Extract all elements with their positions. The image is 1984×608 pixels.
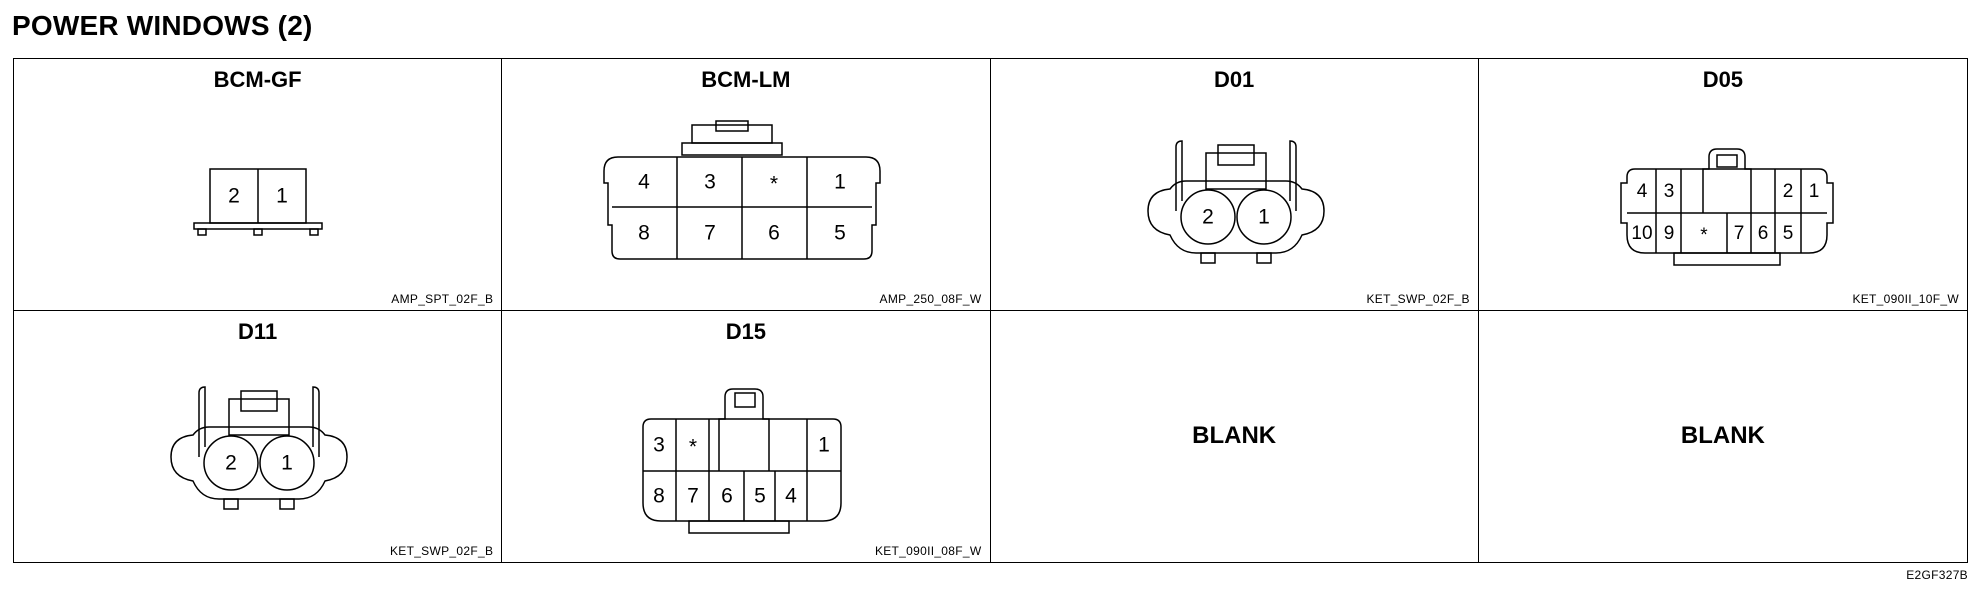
- pin-label: 5: [834, 222, 846, 245]
- pin-label: 1: [281, 451, 293, 474]
- figure-code: E2GF327B: [1906, 568, 1968, 582]
- connector-title: D11: [238, 318, 278, 344]
- pin-label: 3: [704, 171, 716, 194]
- pin-label: 4: [785, 484, 797, 507]
- connector-title: D01: [1213, 67, 1255, 92]
- part-number: KET_090II_08F_W: [874, 544, 982, 558]
- connector-latch-right: [1288, 140, 1297, 211]
- connector-latch-left: [198, 385, 206, 457]
- pin-label: 6: [768, 222, 780, 245]
- pin-label: 2: [1782, 181, 1793, 202]
- pin-label: 1: [1808, 181, 1819, 202]
- connector-base: [193, 222, 323, 230]
- pin-label: 8: [653, 484, 665, 507]
- connector-title: BCM-GF: [213, 67, 302, 92]
- part-number: KET_SWP_02F_B: [389, 544, 494, 558]
- pin-label: *: [1700, 225, 1708, 246]
- blank-label: BLANK: [1192, 422, 1277, 450]
- connector-body: [170, 425, 348, 500]
- connector-title: BCM-LM: [701, 67, 791, 92]
- pin-label: 7: [704, 222, 716, 245]
- connector-cell-bcm-gf: BCM-GF 2 1 AMP_SPT_02F_B: [14, 59, 503, 311]
- connector-diagram-d01: 2 1: [1146, 140, 1325, 264]
- pin-label: 2: [225, 451, 237, 474]
- blank-cell: BLANK: [1479, 311, 1967, 563]
- connector-cell-d11: D11 2 1 KET_SWP_02F_B: [14, 310, 503, 562]
- pin-label: 3: [653, 433, 665, 456]
- pin-label: 4: [638, 171, 650, 194]
- connector-body: [603, 156, 881, 260]
- connector-diagram-d05: 4 3 2 1 10 9 * 7 6 5: [1620, 148, 1834, 266]
- connector-diagram-bcm-lm: 4 3 * 1 8 7 6 5: [603, 120, 881, 260]
- pin-label: 7: [687, 484, 699, 507]
- connector-diagram-bcm-gf: 2 1: [193, 168, 323, 236]
- pin-label: 9: [1663, 223, 1674, 244]
- connector-body: [1146, 180, 1325, 254]
- connector-latch-left: [1174, 140, 1183, 211]
- connector-cell-d15: D15 3 * 1 8 7 6 5 4: [502, 310, 991, 562]
- connector-cell-d05: D05 4 3 2 1 10 9 *: [1478, 59, 1967, 311]
- pin-label: 1: [1258, 206, 1270, 229]
- connector-body: [642, 417, 842, 522]
- connector-title: D15: [725, 318, 767, 344]
- pin-label: 8: [638, 222, 650, 245]
- connector-cell-d01: D01 2 1 KET_SWP_02F_B: [990, 59, 1479, 311]
- part-number: AMP_250_08F_W: [879, 291, 982, 306]
- pin-label: *: [689, 435, 697, 458]
- part-number: KET_SWP_02F_B: [1366, 291, 1470, 306]
- connector-grid: BCM-GF 2 1 AMP_SPT_02F_B BCM-LM: [13, 58, 1968, 563]
- connector-latch: [1702, 148, 1752, 213]
- blank-label: BLANK: [1680, 422, 1765, 450]
- connector-latch: [718, 387, 770, 471]
- pin-label: 1: [818, 433, 830, 456]
- connector-cell-bcm-lm: BCM-LM 4 3 * 1 8 7 6 5: [502, 59, 991, 311]
- part-number: AMP_SPT_02F_B: [391, 291, 494, 306]
- pin-label: 6: [1757, 223, 1768, 244]
- pin-label: 1: [276, 185, 288, 208]
- pin-label: *: [770, 173, 778, 196]
- pin-label: 7: [1733, 223, 1744, 244]
- pin-label: 4: [1636, 181, 1647, 202]
- pin-label: 6: [721, 484, 733, 507]
- page-title: POWER WINDOWS (2): [12, 10, 313, 41]
- connector-diagram-d11: 2 1: [170, 385, 348, 510]
- connector-latch-right: [312, 385, 320, 457]
- pin-label: 2: [228, 185, 240, 208]
- pin-label: 3: [1663, 181, 1674, 202]
- part-number: KET_090II_10F_W: [1852, 291, 1959, 306]
- blank-cell: BLANK: [991, 310, 1479, 562]
- pin-label: 1: [834, 171, 846, 194]
- connector-title: D05: [1702, 67, 1744, 92]
- connector-diagram-d15: 3 * 1 8 7 6 5 4: [642, 387, 842, 534]
- pin-label: 5: [1782, 223, 1793, 244]
- pin-label: 10: [1631, 223, 1652, 244]
- pin-label: 2: [1202, 206, 1214, 229]
- pin-label: 5: [754, 484, 766, 507]
- connector-latch: [691, 124, 773, 144]
